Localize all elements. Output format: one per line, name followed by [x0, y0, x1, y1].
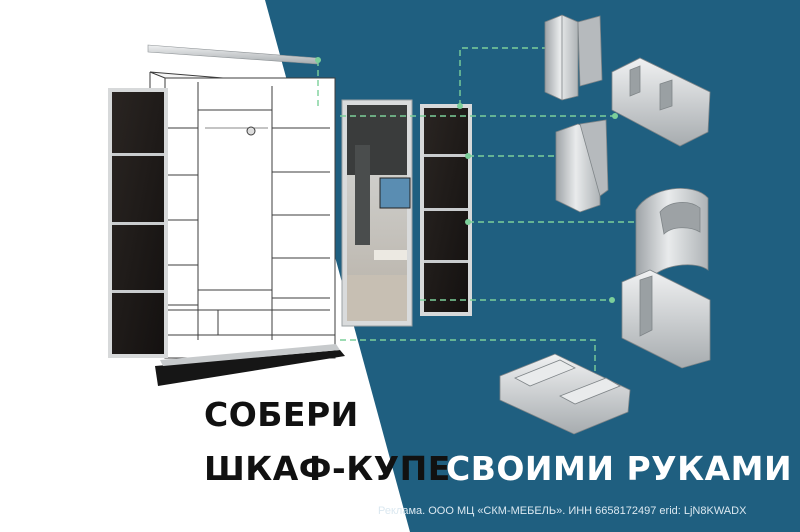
headline-line-1: СОБЕРИ	[204, 395, 359, 434]
headline-line-2-dark: ШКАФ-КУПЕ	[204, 449, 451, 488]
profile-track-bottom	[499, 353, 631, 435]
profile-frame-lower	[621, 269, 711, 369]
profile-channel-right	[611, 57, 711, 147]
profile-vertical-top	[544, 14, 603, 101]
guide-lines	[317, 47, 635, 378]
legal-disclaimer: Реклама. ООО МЦ «СКМ-МЕБЕЛЬ». ИНН 665817…	[378, 505, 747, 517]
right-door-panel	[420, 104, 472, 316]
wardrobe-frame	[149, 71, 336, 359]
mirror-door-panel	[341, 99, 413, 327]
left-door-panel	[108, 88, 168, 358]
profile-handle-curved	[635, 188, 709, 283]
profile-vertical-middle	[555, 119, 609, 213]
bottom-rail	[155, 350, 345, 386]
headline-line-2-light: СВОИМИ РУКАМИ	[446, 449, 793, 488]
